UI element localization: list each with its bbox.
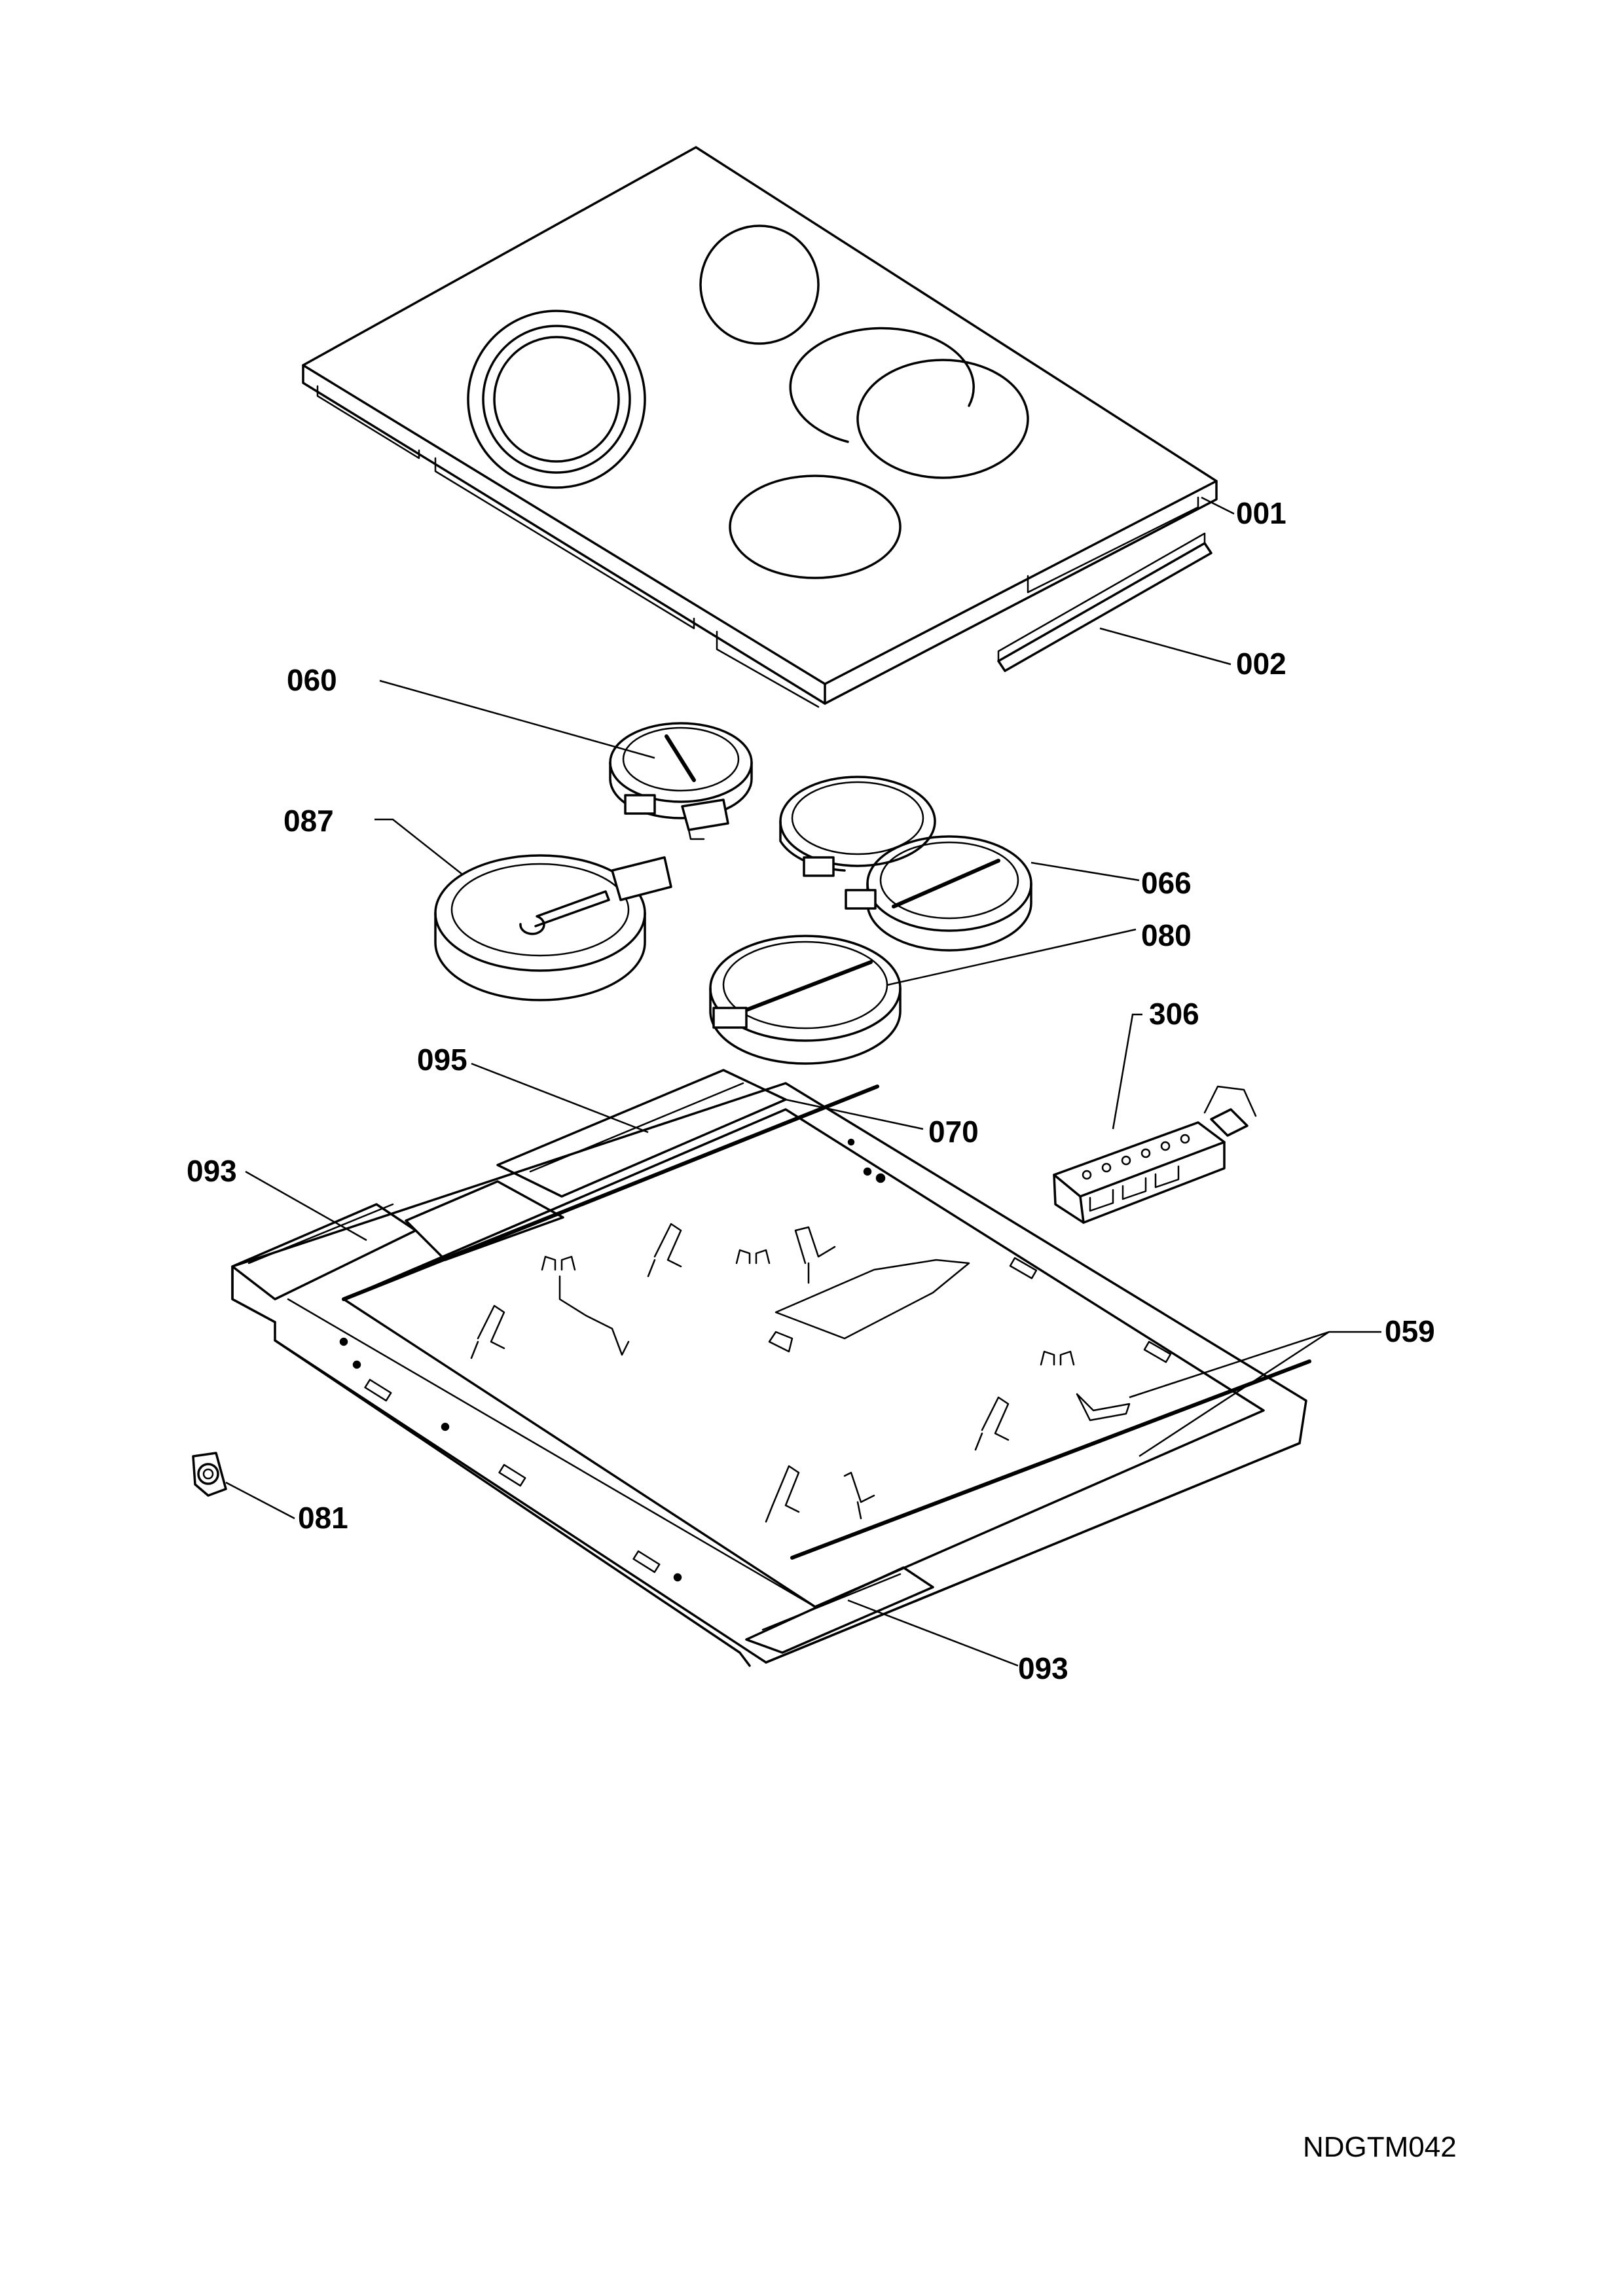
part-081-clip[interactable] <box>192 1452 227 1497</box>
callout-002[interactable]: 002 <box>1236 647 1286 681</box>
drawing-code: NDGTM042 <box>1303 2131 1457 2163</box>
part-080-oval-element[interactable] <box>709 935 902 1065</box>
callout-095[interactable]: 095 <box>417 1043 467 1077</box>
callout-066[interactable]: 066 <box>1141 866 1192 900</box>
cooking-zone-right <box>856 359 1029 479</box>
callout-093-left[interactable]: 093 <box>187 1154 237 1188</box>
cooking-zone-front <box>729 475 902 579</box>
part-087-radiant-element-large[interactable] <box>434 854 672 1001</box>
callout-060[interactable]: 060 <box>287 663 337 697</box>
callout-001[interactable]: 001 <box>1236 496 1286 530</box>
part-095-insulation[interactable] <box>496 1069 787 1198</box>
callout-306[interactable]: 306 <box>1149 997 1199 1031</box>
part-306-terminal-block[interactable] <box>1053 1085 1257 1224</box>
part-001-glass-top[interactable] <box>302 146 1218 708</box>
leader-lines <box>225 496 1381 1667</box>
callout-080[interactable]: 080 <box>1141 918 1192 952</box>
cooking-zone-oval-outline <box>789 327 975 443</box>
callout-labels: 001 002 060 087 066 080 306 095 070 093 … <box>187 496 1435 1685</box>
callout-059[interactable]: 059 <box>1385 1314 1435 1348</box>
part-002-side-trim[interactable] <box>997 532 1213 672</box>
part-066-dual-element[interactable] <box>779 776 1032 952</box>
cooking-zone-rear <box>699 224 820 345</box>
callout-087[interactable]: 087 <box>283 804 334 838</box>
cooking-zone-left-outer <box>467 310 646 489</box>
base-tray[interactable] <box>231 1082 1311 1667</box>
callout-093-front[interactable]: 093 <box>1018 1651 1068 1685</box>
callout-070[interactable]: 070 <box>928 1115 979 1149</box>
callout-081[interactable]: 081 <box>298 1501 348 1535</box>
part-060-radiant-element[interactable] <box>609 722 753 840</box>
